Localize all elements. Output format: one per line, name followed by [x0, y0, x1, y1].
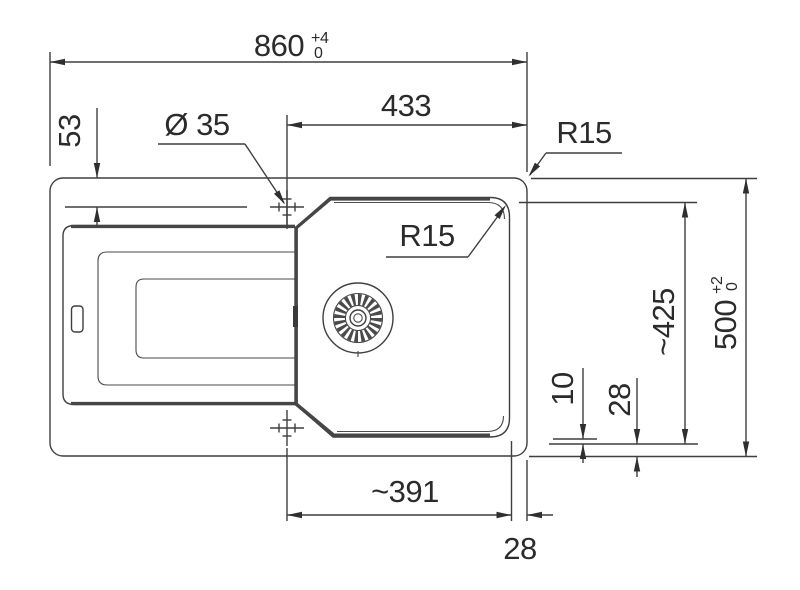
dim-edge-10-label: 10: [545, 372, 580, 406]
dim-overall-width-label: 860: [254, 28, 304, 63]
radius-top-label: R15: [556, 115, 611, 150]
drain-icon: [322, 282, 394, 357]
dim-edge-28-vertical: 28: [549, 378, 698, 477]
dim-overall-height: 500 +2 0: [529, 177, 757, 458]
dim-bowl-offset-label: 433: [381, 88, 431, 123]
dim-bowl-width-label: ~391: [371, 474, 439, 509]
label-hole-diameter: Ø 35: [158, 107, 285, 205]
drainboard-slot: [70, 305, 84, 333]
drain-spoke-ring-inner: [344, 304, 372, 332]
drain-spoke-ring: [334, 294, 382, 342]
dim-overall-height-tol-upper: +2: [709, 276, 726, 294]
drain-spoke-ring-outer: [332, 292, 384, 344]
dim-bowl-width: ~391: [286, 441, 513, 521]
drain-cap-hole: [353, 313, 363, 323]
dim-overall-height-label: 500: [708, 300, 743, 350]
drainboard-outline: [62, 224, 295, 406]
dim-edge-10: 10: [545, 368, 597, 463]
dim-bowl-height-label: ~425: [646, 288, 681, 356]
dim-overall-height-tol-lower: 0: [724, 282, 741, 291]
radius-bowl-label: R15: [399, 218, 454, 253]
bowl-inner-bottom-line: [337, 415, 505, 433]
dim-bowl-height: ~425: [519, 201, 697, 444]
drainboard: [62, 224, 295, 406]
dim-edge-28-horizontal: 28: [503, 460, 553, 566]
label-radius-bowl: R15: [386, 205, 506, 258]
dim-overall-width: 860 +4 0: [49, 28, 528, 172]
bowl-inner-top-line: [334, 201, 506, 220]
hole-diameter-label: Ø 35: [164, 107, 229, 142]
sink-outline: [49, 177, 528, 457]
dim-faucet-depth: 53: [52, 108, 247, 227]
dim-edge-28-horizontal-label: 28: [503, 531, 536, 566]
dim-overall-width-tol-lower: 0: [314, 45, 323, 62]
dim-faucet-depth-label: 53: [52, 114, 87, 147]
dim-bowl-offset: 433: [286, 88, 527, 229]
mount-hole-cross: [270, 410, 304, 446]
dim-overall-width-tol-upper: +4: [311, 30, 329, 47]
bowl-outline: [294, 196, 511, 438]
drainboard-step-1: [97, 251, 295, 386]
dim-edge-28-vertical-label: 28: [602, 383, 637, 416]
bowl: [293, 196, 511, 438]
label-radius-top: R15: [528, 115, 622, 177]
drain-cap-circle: [349, 309, 367, 327]
drainboard-step-2: [135, 278, 295, 359]
